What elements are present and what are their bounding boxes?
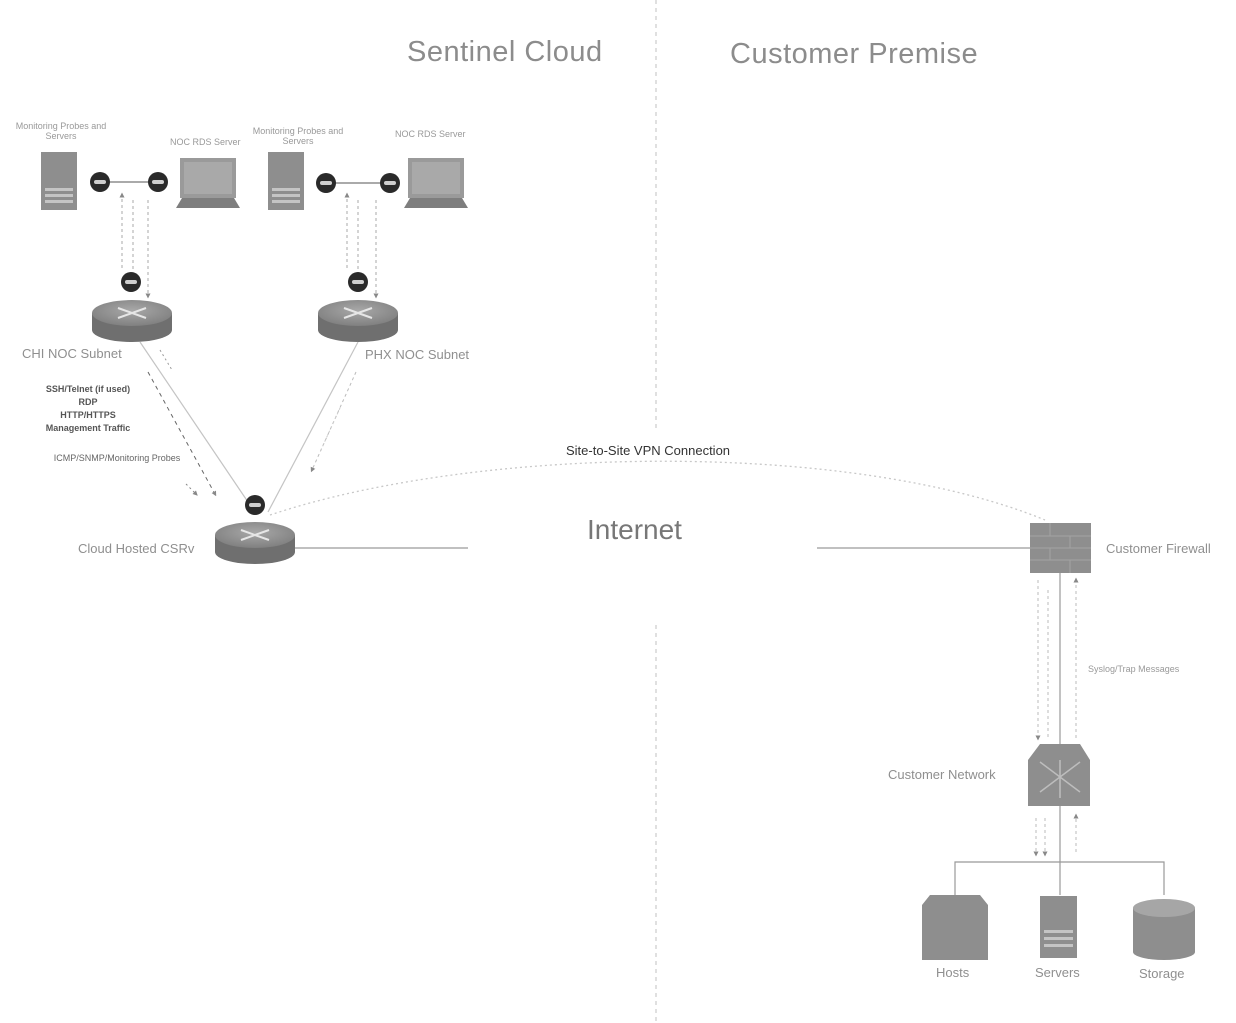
probe-traffic-label: ICMP/SNMP/Monitoring Probes [53,453,181,463]
hosts-label: Hosts [936,965,970,980]
phx-probes-label: Monitoring Probes and Servers [252,126,344,146]
server-icon [1040,896,1077,958]
chi-subnet-label: CHI NOC Subnet [22,346,122,361]
firewall-icon [1030,523,1091,573]
phx-encryption-icon-1 [316,173,336,193]
firewall-label: Customer Firewall [1106,541,1211,556]
phx-router-icon [318,300,398,342]
traffic-label-ssh: SSH/Telnet (if used) [45,384,131,394]
host-icon [922,895,988,960]
traffic-labels: SSH/Telnet (if used) RDP HTTP/HTTPS Mana… [38,383,138,435]
phx-subnet-encryption-icon [348,272,368,292]
chi-subnet-encryption-icon [121,272,141,292]
traffic-label-rdp: RDP [78,397,98,407]
chi-probes-server-icon [41,152,77,210]
chi-encryption-icon-2 [148,172,168,192]
phx-subnet-label: PHX NOC Subnet [365,347,470,362]
network-label: Customer Network [888,767,996,782]
chi-rds-monitor-icon [176,158,240,208]
traffic-label-http: HTTP/HTTPS [60,410,116,420]
csr-encryption-icon [245,495,265,515]
phx-encryption-icon-2 [380,173,400,193]
chi-encryption-icon-1 [90,172,110,192]
phx-rds-label: NOC RDS Server [395,129,466,139]
phx-csr-link [267,341,359,513]
phx-rds-monitor-icon [404,158,468,208]
internet-label: Internet [587,514,682,545]
syslog-label: Syslog/Trap Messages [1088,664,1180,674]
chi-csr-link [139,341,251,506]
switch-icon [1028,744,1090,806]
servers-label: Servers [1035,965,1080,980]
chi-probes-label: Monitoring Probes and Servers [15,121,107,141]
chi-router-icon [92,300,172,342]
storage-label: Storage [1139,966,1185,981]
phx-probes-server-icon [268,152,304,210]
csr-label: Cloud Hosted CSRv [78,541,195,556]
endpoint-bus [954,861,1165,895]
vpn-tunnel [269,460,1046,521]
traffic-label-mgmt: Management Traffic [45,423,131,433]
storage-icon [1133,899,1195,960]
vpn-label: Site-to-Site VPN Connection [566,443,731,458]
sentinel-cloud-title: Sentinel Cloud [407,36,603,68]
customer-premise-title: Customer Premise [730,38,979,70]
csr-router-icon [215,522,295,564]
chi-rds-label: NOC RDS Server [170,137,241,147]
